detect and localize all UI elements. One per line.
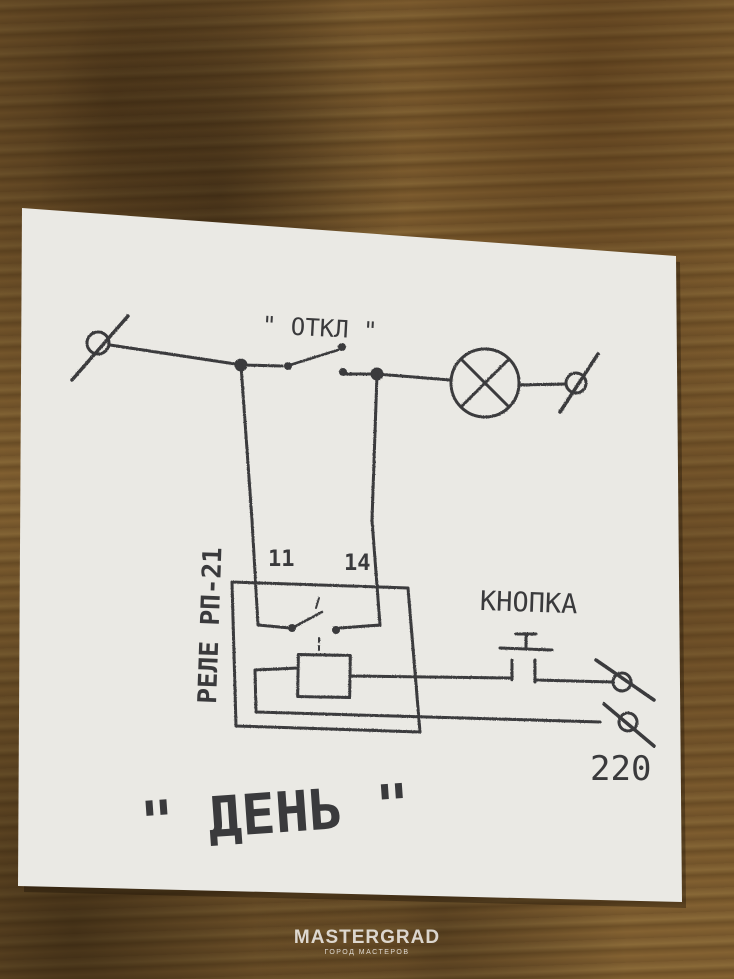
watermark: MASTERGRAD ГОРОД МАСТЕРОВ	[0, 928, 734, 957]
supply-terminal-bottom	[602, 702, 656, 748]
supply-terminal-top	[594, 658, 656, 702]
lamp-wire	[517, 382, 568, 387]
coil-wire-top	[253, 666, 602, 724]
watermark-brand: MASTERGRAD	[293, 927, 441, 948]
label-relay: РЕЛЕ РП-21	[193, 547, 228, 704]
button-kopka	[498, 632, 554, 684]
right-terminal-symbol	[558, 352, 600, 414]
relay-contact	[288, 597, 340, 653]
button-wire-right	[533, 678, 614, 684]
left-terminal-symbol	[70, 314, 130, 382]
paper-body	[18, 208, 682, 902]
watermark-tagline: ГОРОД МАСТЕРОВ	[324, 949, 410, 956]
label-button: КНОПКА	[479, 586, 578, 620]
relay-housing	[230, 580, 422, 734]
label-otkl: " ОТКЛ "	[261, 311, 378, 345]
label-220: 220	[590, 749, 651, 789]
coil-wire-to-button	[348, 674, 512, 680]
wire-to-terminal-11	[239, 363, 292, 630]
label-terminal-14: 14	[344, 551, 371, 576]
lamp-symbol	[449, 347, 521, 419]
wire-to-terminal-14	[338, 372, 382, 630]
label-terminal-11: 11	[268, 547, 295, 572]
